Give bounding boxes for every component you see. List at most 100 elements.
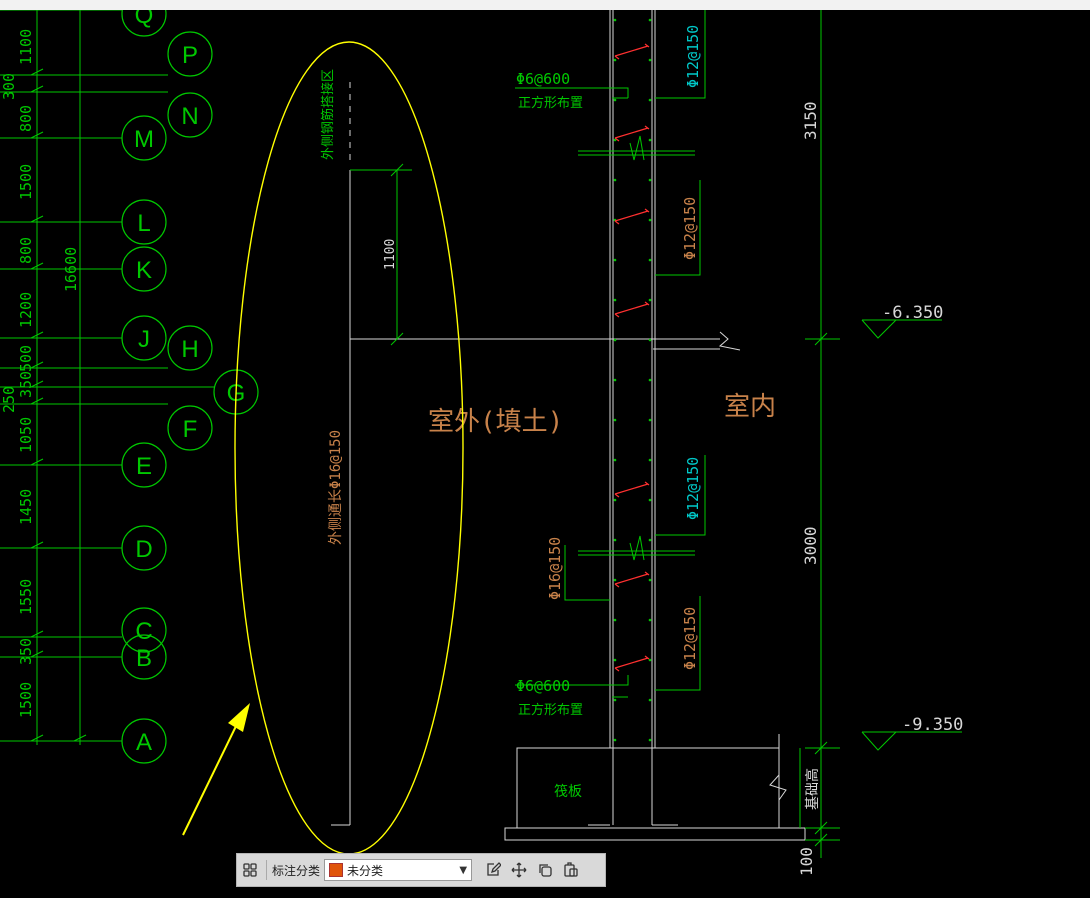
arrow-icon bbox=[182, 703, 250, 836]
rebar-dot bbox=[648, 618, 652, 622]
dim-text-800b: 800 bbox=[17, 237, 35, 264]
edit-icon[interactable] bbox=[480, 857, 506, 883]
move-icon[interactable] bbox=[506, 857, 532, 883]
axis-label-c: C bbox=[135, 618, 152, 645]
rebar-dot bbox=[613, 658, 617, 662]
axis-label-n: N bbox=[181, 103, 198, 130]
rebar-dot bbox=[613, 538, 617, 542]
axis-label-e: E bbox=[136, 453, 152, 480]
highlight-ellipse bbox=[234, 41, 464, 855]
dim-text-350b: 350 bbox=[17, 638, 35, 665]
rebar-dot bbox=[613, 458, 617, 462]
axis-bubble-p bbox=[167, 31, 213, 77]
copy-icon[interactable] bbox=[532, 857, 558, 883]
axis-bubble-q bbox=[121, 10, 167, 37]
rebar-dot bbox=[648, 418, 652, 422]
axis-bubble-h bbox=[167, 325, 213, 371]
window-top-strip bbox=[0, 0, 1090, 10]
hook-bar bbox=[614, 208, 650, 225]
rebar-dot bbox=[613, 338, 617, 342]
axis-label-d: D bbox=[135, 536, 152, 563]
rebar-dot bbox=[648, 738, 652, 742]
axis-label-f: F bbox=[183, 416, 198, 443]
axis-bubble-m bbox=[121, 115, 167, 161]
rebar-dot bbox=[648, 18, 652, 22]
rebar-dot bbox=[648, 498, 652, 502]
rebar-dot bbox=[648, 258, 652, 262]
rebar-dot bbox=[613, 618, 617, 622]
axis-bubble-j bbox=[121, 315, 167, 361]
stirrup-top-note: 正方形布置 bbox=[518, 95, 583, 111]
dim-text-1450: 1450 bbox=[17, 489, 35, 525]
hook-bar bbox=[614, 125, 650, 142]
elev-top-label: -6.350 bbox=[882, 303, 943, 323]
axis-label-l: L bbox=[137, 210, 150, 237]
toolbar-separator bbox=[266, 860, 267, 880]
cad-drawing-canvas[interactable]: 1100 300 800 1500 800 1200 500 350 250 1… bbox=[0, 10, 1090, 898]
category-select[interactable]: 未分类 ▼ bbox=[324, 859, 473, 881]
dim-text-1550: 1550 bbox=[17, 579, 35, 615]
outside-fill-label: 室外(填土) bbox=[428, 407, 563, 437]
axis-label-m: M bbox=[134, 126, 154, 153]
dim-3150-label: 3150 bbox=[801, 101, 820, 140]
stirrup-top-label: Φ6@600 bbox=[516, 70, 570, 88]
paste-icon[interactable] bbox=[558, 857, 584, 883]
rebar-dot bbox=[613, 178, 617, 182]
rebar-dot bbox=[648, 378, 652, 382]
rebar-dot bbox=[613, 578, 617, 582]
rebar-dot bbox=[613, 378, 617, 382]
axis-label-a: A bbox=[136, 729, 152, 756]
dim-text-300: 300 bbox=[0, 73, 18, 100]
axis-bubble-f bbox=[167, 405, 213, 451]
dim-text-1100: 1100 bbox=[17, 29, 35, 65]
rebar-dot bbox=[648, 138, 652, 142]
axis-label-q: Q bbox=[135, 10, 154, 29]
grid-icon[interactable] bbox=[237, 857, 263, 883]
dim-text-1500b: 1500 bbox=[17, 682, 35, 718]
rebar-dot bbox=[648, 458, 652, 462]
axis-bubble-a bbox=[121, 718, 167, 764]
rebar-dot bbox=[613, 498, 617, 502]
rebar-dot bbox=[613, 138, 617, 142]
axis-bubble-e bbox=[121, 442, 167, 488]
annotation-toolbar: 标注分类 未分类 ▼ bbox=[236, 853, 606, 887]
category-select-value: 未分类 bbox=[347, 863, 384, 878]
dim-text-800: 800 bbox=[17, 105, 35, 132]
rebar-dot bbox=[613, 258, 617, 262]
dim-text-16600: 16600 bbox=[62, 247, 80, 292]
rebar-dot bbox=[648, 578, 652, 582]
bar-right-3: Φ12@150 bbox=[684, 457, 702, 520]
rebar-dot bbox=[648, 338, 652, 342]
axis-bubble-b bbox=[121, 634, 167, 680]
dim-100-label: 100 bbox=[797, 847, 816, 876]
rebar-dot bbox=[648, 698, 652, 702]
hook-bar bbox=[614, 301, 650, 318]
rebar-dot bbox=[648, 58, 652, 62]
dim-3000-label: 3000 bbox=[801, 526, 820, 565]
axis-bubble-k bbox=[121, 246, 167, 292]
rebar-dot bbox=[613, 298, 617, 302]
rebar-dot bbox=[648, 98, 652, 102]
axis-label-b: B bbox=[136, 645, 152, 672]
rebar-dot bbox=[613, 58, 617, 62]
bar-right-2: Φ12@150 bbox=[681, 197, 699, 260]
hook-bar bbox=[614, 571, 650, 588]
top-note-label: 外侧钢筋搭接区 bbox=[320, 69, 336, 160]
axis-bubble-d bbox=[121, 525, 167, 571]
hook-bar bbox=[614, 481, 650, 498]
axis-label-h: H bbox=[181, 336, 198, 363]
bar-right-4: Φ12@150 bbox=[681, 607, 699, 670]
chevron-down-icon: ▼ bbox=[459, 864, 468, 876]
stirrup-bottom-label: Φ6@600 bbox=[516, 677, 570, 695]
rebar-dot bbox=[613, 418, 617, 422]
dim-text-1200: 1200 bbox=[17, 292, 35, 328]
raft-label: 筏板 bbox=[554, 783, 582, 800]
axis-label-p: P bbox=[182, 42, 198, 69]
rebar-dot bbox=[648, 298, 652, 302]
bar-right-1: Φ12@150 bbox=[684, 25, 702, 88]
elev-bottom-label: -9.350 bbox=[902, 715, 963, 735]
dim-text-350: 350 bbox=[17, 371, 35, 398]
foundation-height-label: 基础高 bbox=[804, 768, 821, 810]
axis-bubble-l bbox=[121, 199, 167, 245]
dim-text-250: 250 bbox=[0, 386, 18, 413]
